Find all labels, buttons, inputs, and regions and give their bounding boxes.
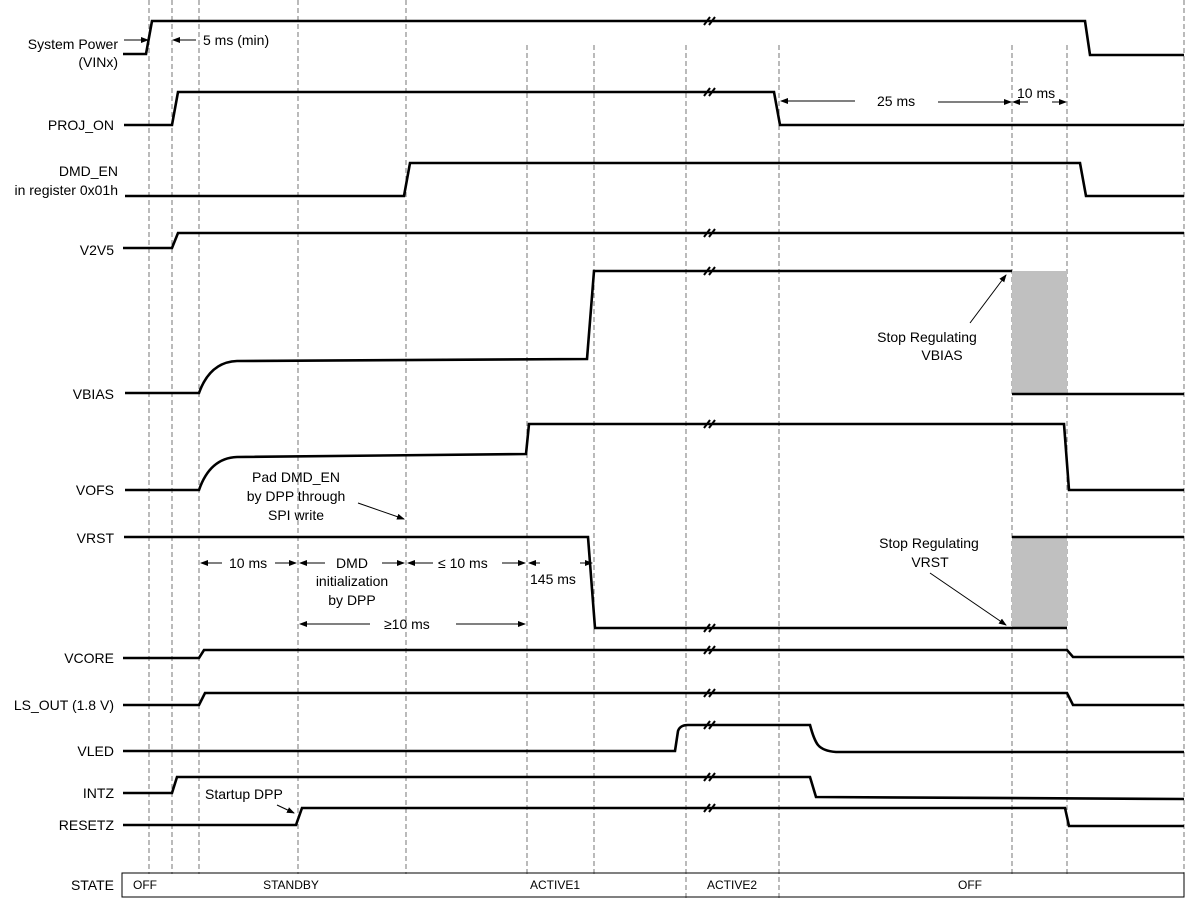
wave-vcore bbox=[123, 648, 1184, 660]
annotation-stop-vbias-1: Stop Regulating bbox=[877, 329, 977, 345]
label-vrst: VRST bbox=[77, 530, 115, 546]
annotation-stop-vrst-1: Stop Regulating bbox=[879, 535, 979, 551]
state-label: STATE bbox=[71, 877, 114, 893]
break-icon bbox=[703, 266, 716, 276]
state-segment-standby: STANDBY bbox=[263, 878, 319, 892]
annotation-stop-vbias-2: VBIAS bbox=[921, 347, 962, 363]
waveforms bbox=[123, 19, 1185, 828]
wave-system-power bbox=[123, 19, 1184, 57]
annotation-10ms-shutdown: 10 ms bbox=[1017, 85, 1055, 101]
break-icon bbox=[703, 228, 716, 238]
state-segment-off: OFF bbox=[133, 878, 157, 892]
annotation-dmd-3: by DPP bbox=[328, 592, 375, 608]
wave-proj-on bbox=[124, 90, 1184, 127]
break-marks bbox=[703, 16, 716, 813]
annotation-25ms: 25 ms bbox=[877, 93, 915, 109]
break-icon bbox=[703, 419, 716, 429]
annotation-le-10ms: ≤ 10 ms bbox=[438, 555, 488, 571]
annotation-145ms: 145 ms bbox=[530, 571, 576, 587]
break-icon bbox=[703, 720, 716, 730]
wave-ls-out bbox=[123, 691, 1184, 707]
annotations: 5 ms (min) 25 ms 10 ms Stop Regulating V… bbox=[124, 32, 1067, 814]
label-proj-on: PROJ_ON bbox=[48, 117, 114, 133]
label-vbias: VBIAS bbox=[73, 386, 114, 402]
annotation-ge-10ms: ≥10 ms bbox=[384, 616, 430, 632]
wave-vrst bbox=[124, 535, 1067, 630]
label-v2v5: V2V5 bbox=[80, 242, 114, 258]
label-dmd-en-sub: in register 0x01h bbox=[14, 182, 118, 198]
signal-labels: System Power (VINx) PROJ_ON DMD_EN in re… bbox=[14, 36, 118, 833]
wave-resetz bbox=[123, 806, 1184, 828]
annotation-pad-dmd-en-1: Pad DMD_EN bbox=[252, 469, 340, 485]
break-icon bbox=[703, 645, 716, 655]
label-ls-out: LS_OUT (1.8 V) bbox=[14, 697, 114, 713]
wave-v2v5 bbox=[123, 231, 1184, 250]
state-bar: STATE OFF STANDBY ACTIVE1 ACTIVE2 OFF bbox=[71, 872, 1185, 898]
break-icon bbox=[703, 623, 716, 633]
wave-vbias bbox=[125, 269, 1012, 395]
vrst-unregulated-region bbox=[1012, 537, 1067, 628]
break-icon bbox=[703, 772, 716, 782]
state-segment-active2: ACTIVE2 bbox=[707, 878, 757, 892]
state-segment-off-end: OFF bbox=[958, 878, 982, 892]
label-intz: INTZ bbox=[83, 785, 115, 801]
annotation-pad-dmd-en-2: by DPP through bbox=[247, 488, 346, 504]
label-resetz: RESETZ bbox=[59, 817, 115, 833]
grid-lines bbox=[148, 0, 1185, 898]
label-vofs: VOFS bbox=[76, 482, 114, 498]
label-system-power: System Power bbox=[28, 36, 119, 52]
annotation-startup-dpp: Startup DPP bbox=[205, 786, 283, 802]
label-vled: VLED bbox=[77, 743, 114, 759]
annotation-stop-vrst-2: VRST bbox=[911, 554, 949, 570]
annotation-pad-dmd-en-3: SPI write bbox=[268, 507, 324, 523]
vbias-unregulated-region bbox=[1012, 271, 1067, 394]
annotation-10ms: 10 ms bbox=[229, 555, 267, 571]
break-icon bbox=[703, 803, 716, 813]
label-vcore: VCORE bbox=[64, 650, 114, 666]
label-system-power-sub: (VINx) bbox=[78, 54, 118, 70]
annotation-dmd-1: DMD bbox=[336, 555, 368, 571]
break-icon bbox=[703, 87, 716, 97]
break-icon bbox=[703, 688, 716, 698]
annotation-5ms-min: 5 ms (min) bbox=[203, 32, 269, 48]
wave-dmd-en bbox=[125, 161, 1184, 198]
wave-vled bbox=[123, 723, 1184, 754]
label-dmd-en: DMD_EN bbox=[59, 163, 118, 179]
annotation-dmd-2: initialization bbox=[316, 573, 388, 589]
wave-intz bbox=[123, 775, 1185, 801]
break-icon bbox=[703, 16, 716, 26]
state-segment-active1: ACTIVE1 bbox=[530, 878, 580, 892]
